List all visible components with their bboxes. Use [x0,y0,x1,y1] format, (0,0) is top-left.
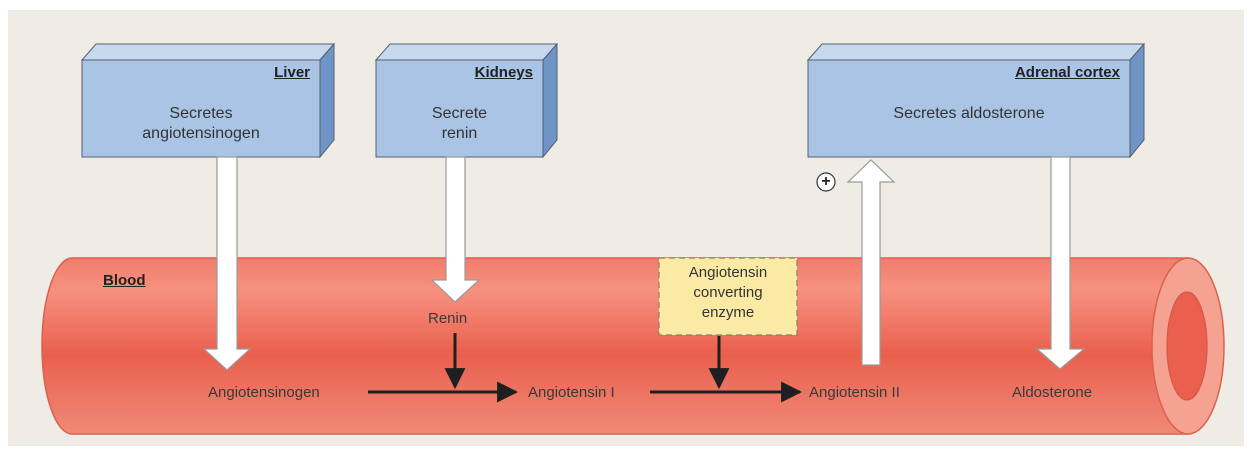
adrenal-down-arrow [1035,156,1086,370]
angiotensin-ii-label: Angiotensin II [809,384,900,401]
angiotensinogen-label: Angiotensinogen [208,384,320,401]
enzyme-text-line2: converting [693,284,763,301]
renin-label: Renin [428,310,468,327]
kidneys-down-arrow [430,156,481,303]
kidneys-box [374,42,559,159]
kidneys-text-line2: renin [441,125,478,142]
angiotensin-i-label: Angiotensin I [528,384,615,401]
enzyme-text-line3: enzyme [701,304,755,321]
liver-down-arrow [202,156,252,371]
kidneys-text-line1: Secrete [431,105,488,122]
liver-text-line2: angiotensinogen [142,125,260,142]
blood-vessel [41,257,1225,435]
liver-title: Liver [274,64,310,81]
adrenal-box [806,42,1146,159]
vessel-opening-inner [1166,291,1208,401]
kidneys-title: Kidneys [474,64,533,81]
enzyme-text-line1: Angiotensin [688,264,768,281]
adrenal-title: Adrenal cortex [1014,64,1120,81]
liver-text-line1: Secretes [169,105,233,122]
liver-box [80,42,336,159]
stimulation-plus-sign: + [821,173,831,190]
stimulation-circle [816,172,836,192]
enzyme-box [658,257,798,336]
blood-label: Blood [103,272,146,289]
angiotensin-ii-up-arrow [846,159,896,366]
aldosterone-label: Aldosterone [1012,384,1093,401]
adrenal-text: Secretes aldosterone [893,105,1045,122]
